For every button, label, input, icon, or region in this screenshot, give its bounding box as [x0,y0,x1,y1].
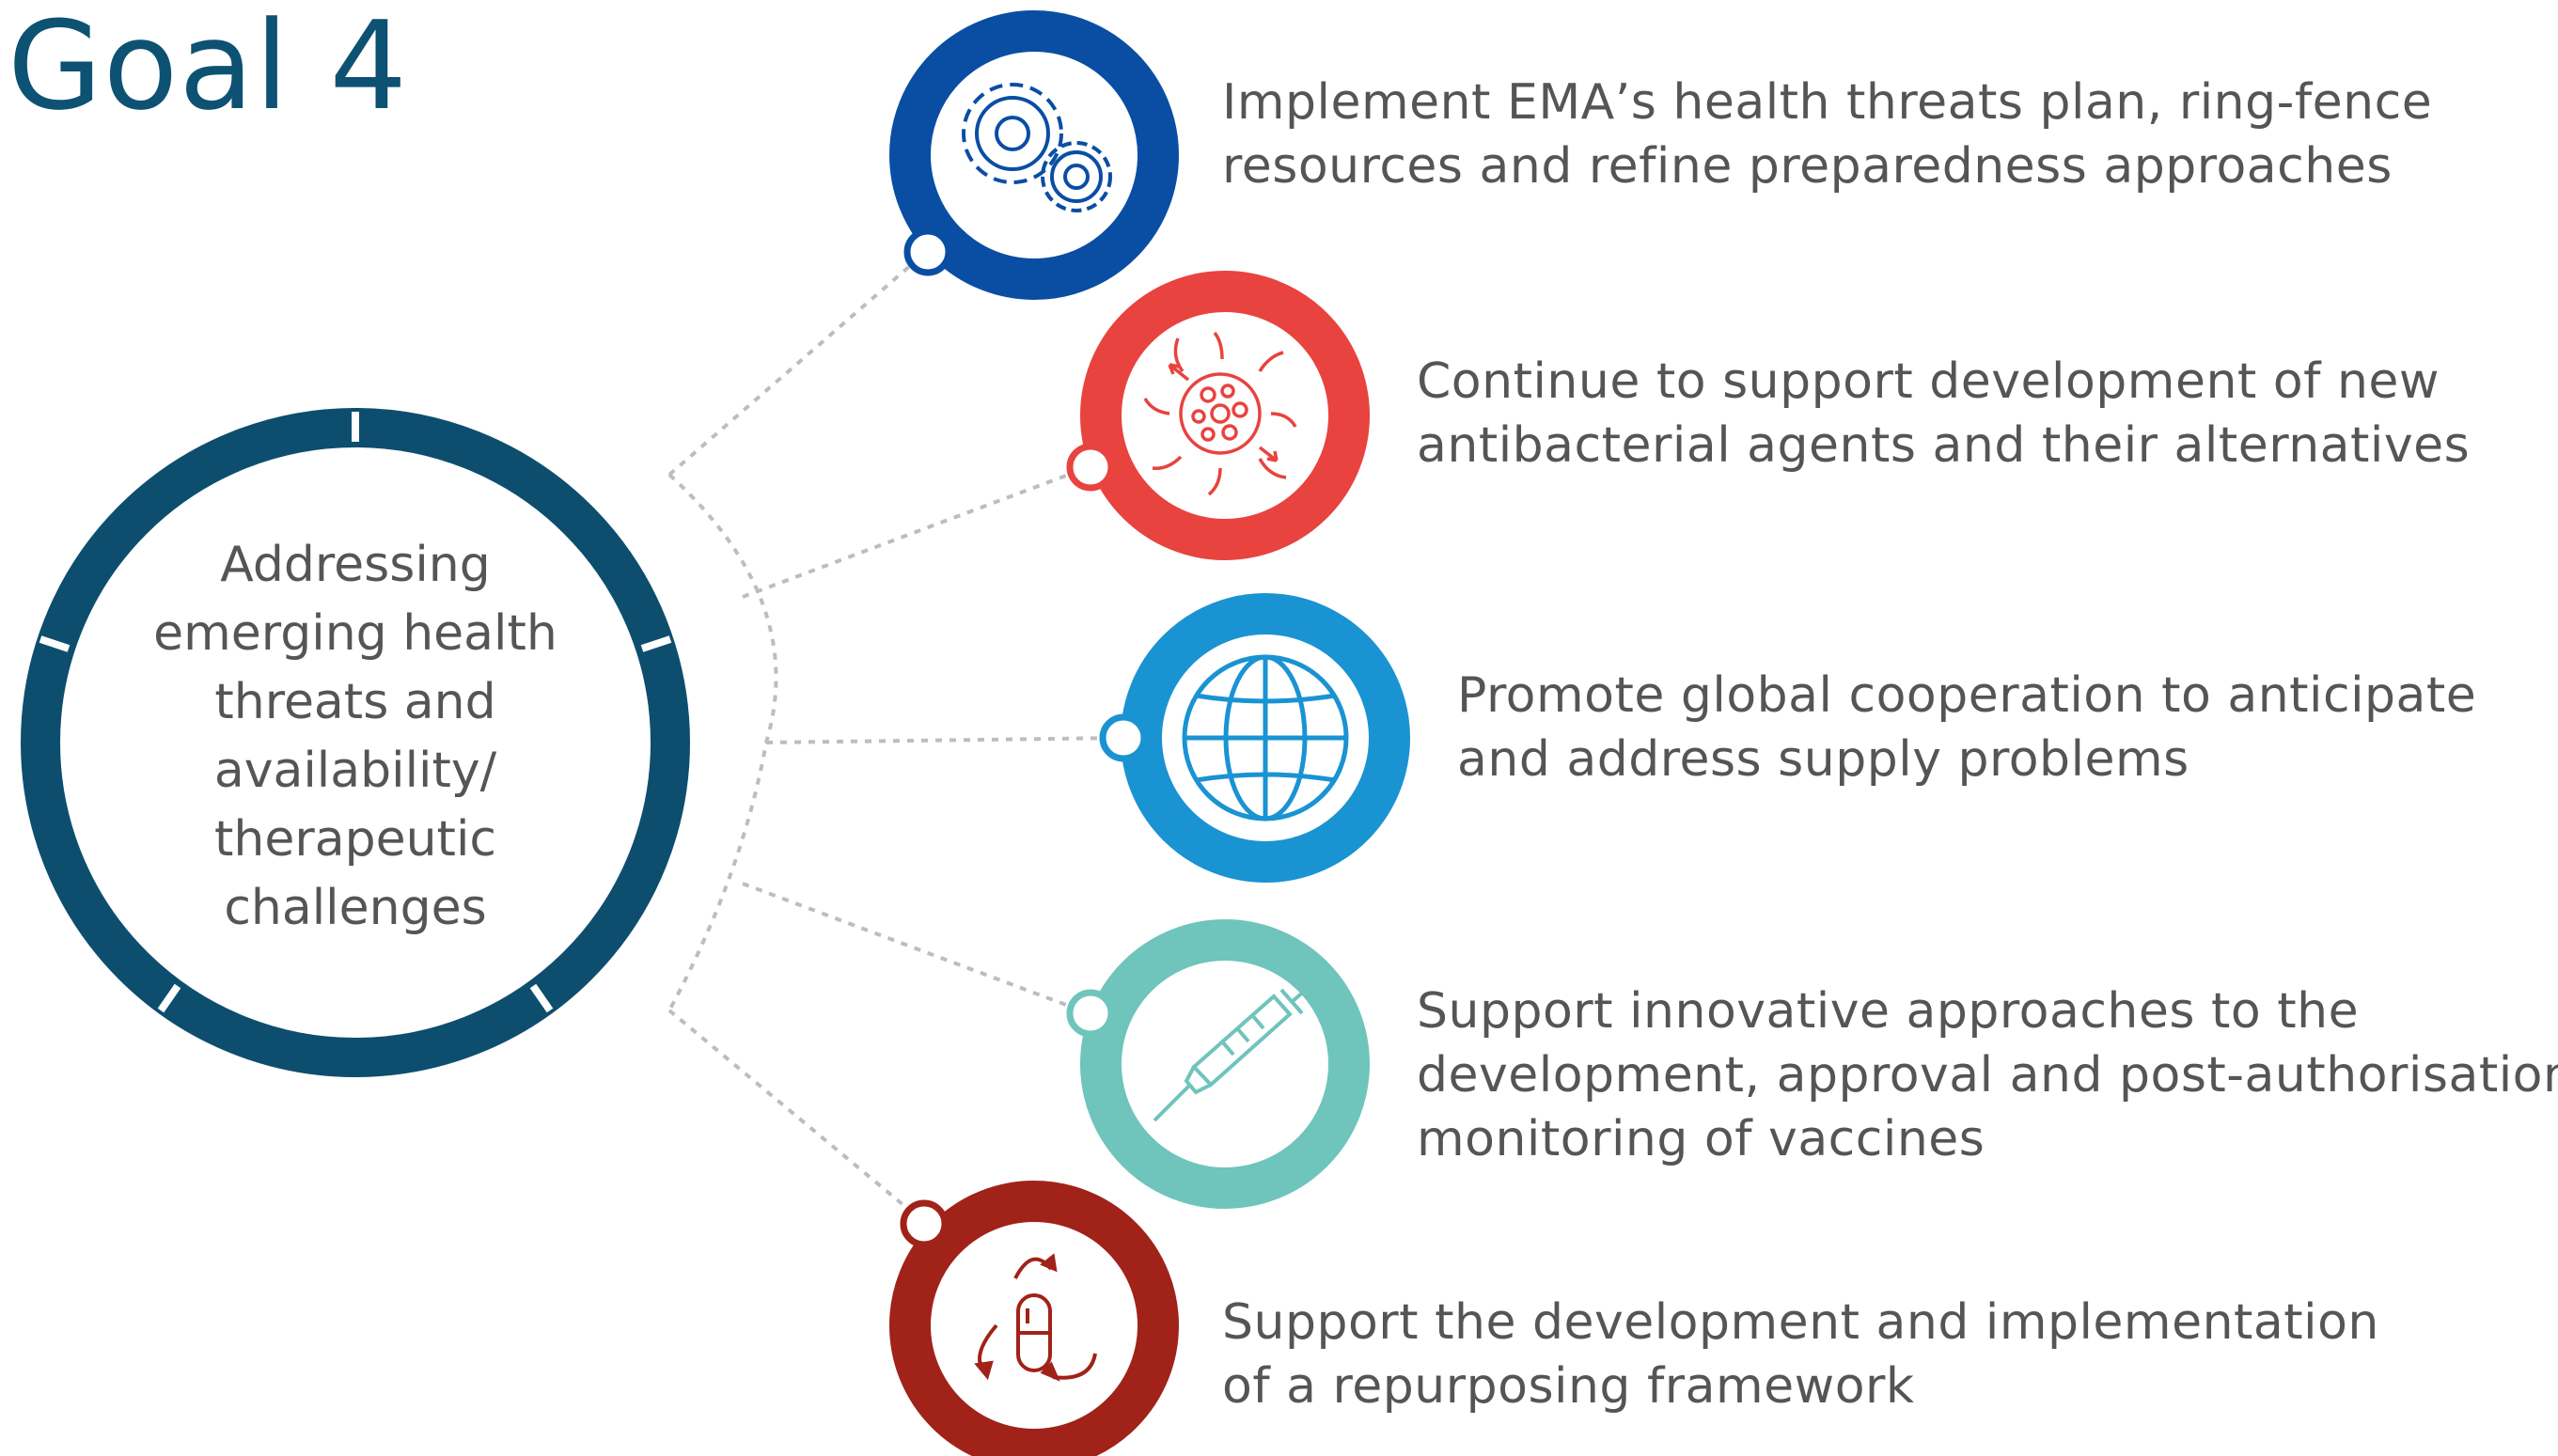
objective-dot-3 [1099,713,1148,762]
hub-line: emerging health [153,605,557,662]
objective-line: Implement EMA’s health threats plan, rin… [1222,74,2433,131]
objective-dot-1 [903,227,952,276]
objective-text-3: Promote global cooperation to anticipate… [1457,664,2476,791]
connector-3 [765,736,1122,744]
objective-node-2 [1066,271,1370,560]
objective-text-1: Implement EMA’s health threats plan, rin… [1222,70,2432,198]
hub-divider [39,635,71,652]
objective-line: Continue to support development of new [1417,353,2440,410]
gears-icon [962,83,1112,212]
objective-line: antibacterial agents and their alternati… [1417,417,2471,474]
connector-1 [667,250,928,477]
objective-text-5: Support the development and implementati… [1222,1291,2379,1418]
objective-line: Support innovative approaches to the [1417,983,2360,1040]
hub-divider [529,983,554,1013]
globe-icon [1182,654,1349,822]
objective-node-1 [889,10,1179,300]
objective-node-5 [889,1181,1179,1456]
objective-node-4 [1066,919,1370,1209]
objective-line: and address supply problems [1457,731,2189,788]
hub-line: challenges [224,880,487,936]
connector-4 [742,882,1090,1015]
objective-line: development, approval and post-authorisa… [1417,1047,2558,1104]
objective-dot-5 [900,1199,949,1248]
hub-divider [640,635,672,652]
hub-line: therapeutic [214,811,496,868]
hub-label: Addressing emerging health threats and a… [102,531,609,943]
objective-line: Support the development and implementati… [1222,1294,2379,1351]
page-title: Goal 4 [8,0,409,137]
syringe-icon [1153,978,1320,1122]
objective-line: of a repurposing framework [1222,1358,1915,1415]
connector-2 [742,465,1090,599]
hub-line: threats and [214,674,496,730]
connector-lines [667,250,1122,1226]
objective-node-3 [1099,593,1410,883]
objective-dot-4 [1066,989,1115,1038]
objective-line: Promote global cooperation to anticipate [1457,667,2477,724]
hub-line: Addressing [220,537,491,593]
objective-line: monitoring of vaccines [1417,1111,1985,1167]
bacteria-icon [1143,331,1297,496]
objective-dot-2 [1066,443,1115,492]
hub-circle [21,408,690,1077]
objective-text-4: Support innovative approaches to the dev… [1417,979,2558,1171]
objective-line: resources and refine preparedness approa… [1222,138,2393,195]
objective-text-2: Continue to support development of new a… [1417,350,2470,478]
hub-line: availability/ [213,743,497,799]
hub-divider [157,983,181,1013]
pill-recycle-icon [974,1253,1097,1382]
connector-5 [667,1009,928,1226]
